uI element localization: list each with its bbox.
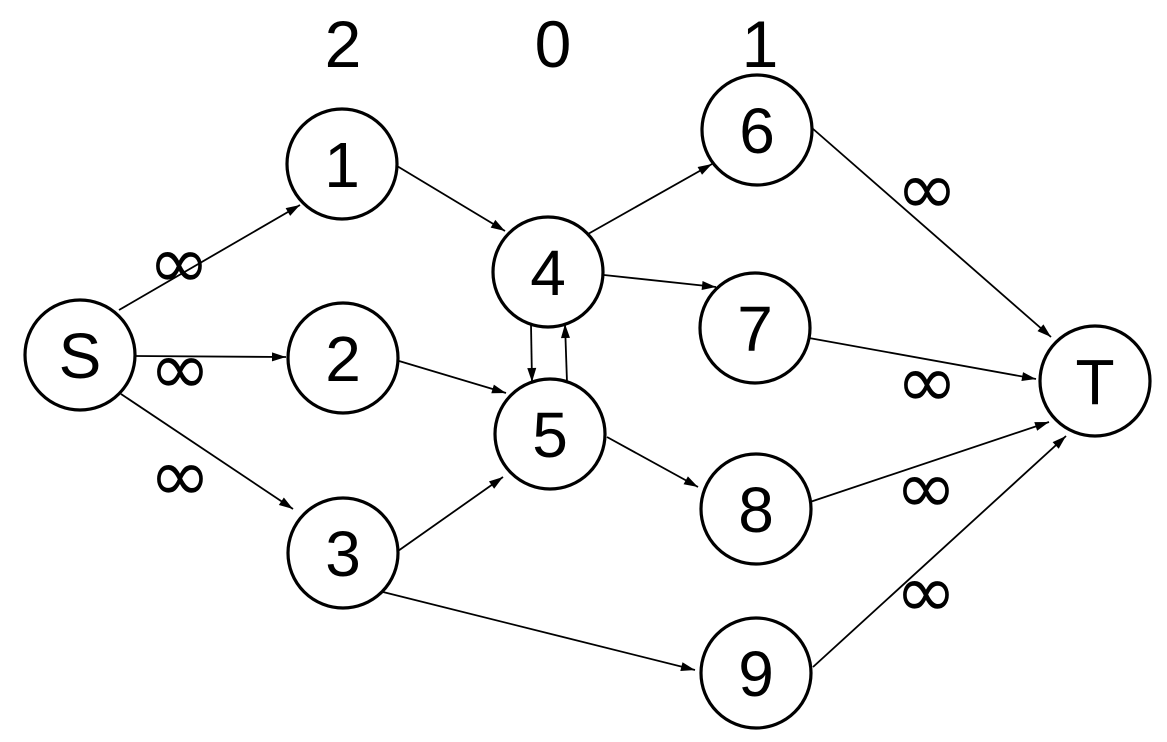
edge-capacity-label-9-T: ∞ xyxy=(895,549,957,635)
node-label-8: 8 xyxy=(738,474,774,546)
node-label-4: 4 xyxy=(530,237,566,309)
edge-arrow-3-9 xyxy=(382,591,696,671)
node-circle-1 xyxy=(285,107,399,221)
edge-arrow-S-1 xyxy=(118,204,301,311)
node-circle-9 xyxy=(699,616,813,730)
edge-arrow-9-T xyxy=(812,435,1067,668)
edge-capacity-label-8-T: ∞ xyxy=(895,445,957,531)
node-5: 5 xyxy=(493,377,607,491)
node-9: 9 xyxy=(699,616,813,730)
edge-capacity-label-7-T: ∞ xyxy=(896,339,958,425)
node-circle-4 xyxy=(491,215,605,329)
node-label-S: S xyxy=(59,320,102,392)
edge-arrow-4-5 xyxy=(527,323,537,383)
node-circle-5 xyxy=(493,377,607,491)
edge-capacity-label-S-2: ∞ xyxy=(149,326,211,412)
node-label-1: 1 xyxy=(324,129,360,201)
node-7: 7 xyxy=(698,271,812,385)
node-2: 2 xyxy=(286,301,400,415)
edge-arrow-6-T xyxy=(811,127,1052,338)
edge-arrow-S-3 xyxy=(120,393,294,510)
column-label-0: 0 xyxy=(535,7,572,81)
node-6: 6 xyxy=(700,73,814,187)
edge-arrow-4-7 xyxy=(603,274,717,290)
column-label-2: 2 xyxy=(325,7,362,81)
node-circle-8 xyxy=(699,452,813,566)
edge-arrow-5-8 xyxy=(606,436,699,488)
edge-arrow-2-5 xyxy=(398,360,507,394)
edge-arrow-S-2 xyxy=(134,352,287,362)
column-label-1: 1 xyxy=(742,7,779,81)
node-circle-6 xyxy=(700,73,814,187)
edge-arrow-1-4 xyxy=(396,165,506,232)
node-circle-3 xyxy=(286,496,400,610)
node-circle-S xyxy=(23,298,137,412)
node-circle-T xyxy=(1038,324,1152,438)
edge-arrow-4-6 xyxy=(587,163,713,235)
node-8: 8 xyxy=(699,452,813,566)
edge-arrow-8-T xyxy=(809,421,1050,503)
node-label-3: 3 xyxy=(325,518,361,590)
node-label-7: 7 xyxy=(737,293,773,365)
node-label-9: 9 xyxy=(738,638,774,710)
node-label-6: 6 xyxy=(739,95,775,167)
edge-arrow-5-4 xyxy=(560,323,570,383)
node-S: S xyxy=(23,298,137,412)
node-circle-2 xyxy=(286,301,400,415)
node-3: 3 xyxy=(286,496,400,610)
node-label-5: 5 xyxy=(532,399,568,471)
edge-capacity-label-S-1: ∞ xyxy=(148,220,210,306)
node-4: 4 xyxy=(491,215,605,329)
node-label-T: T xyxy=(1075,346,1114,418)
node-label-2: 2 xyxy=(325,323,361,395)
node-T: T xyxy=(1038,324,1152,438)
edge-arrow-7-T xyxy=(808,337,1037,381)
node-1: 1 xyxy=(285,107,399,221)
edge-capacity-label-6-T: ∞ xyxy=(896,146,958,232)
node-circle-7 xyxy=(698,271,812,385)
edge-arrow-3-5 xyxy=(397,476,504,552)
edge-capacity-label-S-3: ∞ xyxy=(149,433,211,519)
